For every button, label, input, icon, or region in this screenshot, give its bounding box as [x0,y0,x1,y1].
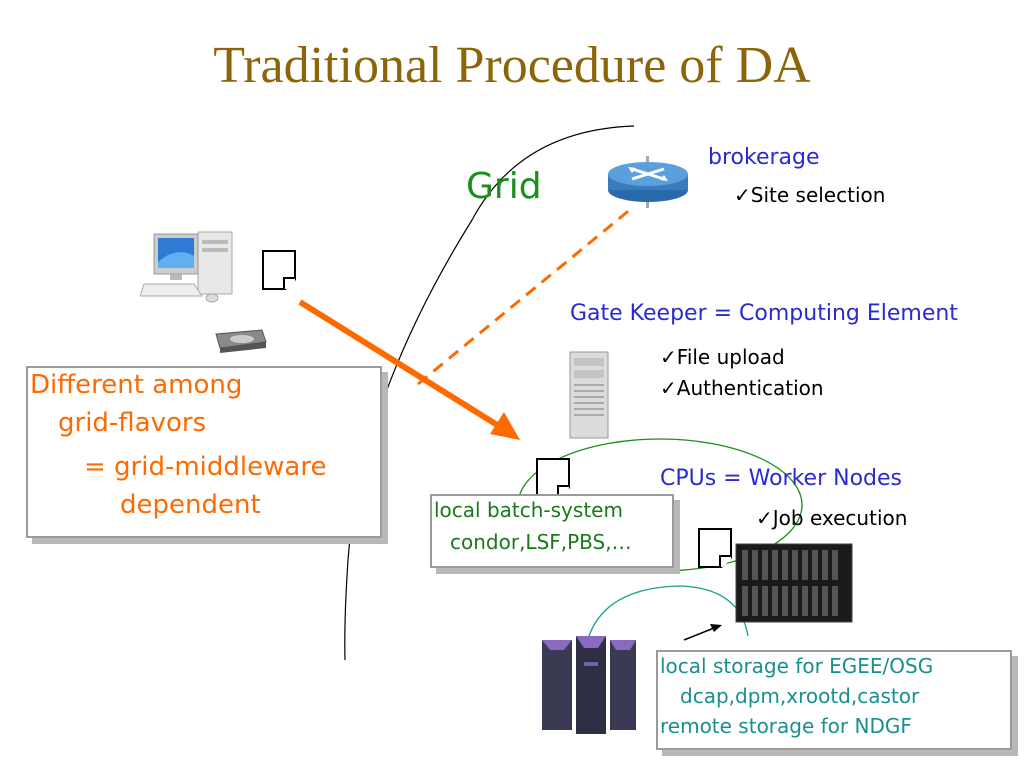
storage-line1: local storage for EGEE/OSG [660,654,934,678]
brokerage-item-site-selection: Site selection [734,183,886,207]
brokerage-heading: brokerage [708,145,820,170]
submit-arrow-line [298,299,504,431]
worker-document-icon [698,528,732,568]
cpus-item-job-execution: Job execution [756,506,908,530]
storage-rack-icon [542,636,636,734]
middleware-note-line1: Different among [30,370,243,400]
router-icon [608,156,688,208]
middleware-note-line4: dependent [120,490,261,520]
grid-label: Grid [466,166,542,207]
blade-server-icon [735,543,853,623]
gatekeeper-heading: Gate Keeper = Computing Element [570,301,958,326]
gatekeeper-item-authentication: Authentication [660,376,824,400]
storage-pointer-head [710,624,722,632]
batch-system-box: local batch-system condor,LSF,PBS,… [430,494,674,568]
storage-box: local storage for EGEE/OSG dcap,dpm,xroo… [656,650,1012,750]
submit-arrow-head [490,412,520,440]
gatekeeper-item-file-upload: File upload [660,345,785,369]
middleware-note-line2: grid-flavors [58,408,207,438]
storage-line3: remote storage for NDGF [660,714,912,738]
dashed-connection [417,206,633,386]
storage-pointer [683,627,715,641]
storage-line2: dcap,dpm,xrootd,castor [680,684,920,708]
batch-system-line1: local batch-system [434,498,623,522]
server-tower-icon [569,351,609,439]
batch-document-icon [536,458,570,498]
slide-title: Traditional Procedure of DA [213,37,811,94]
batch-system-line2: condor,LSF,PBS,… [450,530,632,554]
middleware-note-box: Different among grid-flavors = grid-midd… [26,366,382,538]
job-document-icon [262,250,296,290]
cpus-heading: CPUs = Worker Nodes [660,466,902,491]
workstation-icon [140,231,233,303]
middleware-note-line3: = grid-middleware [84,452,327,482]
disk-drive-icon [215,329,267,353]
